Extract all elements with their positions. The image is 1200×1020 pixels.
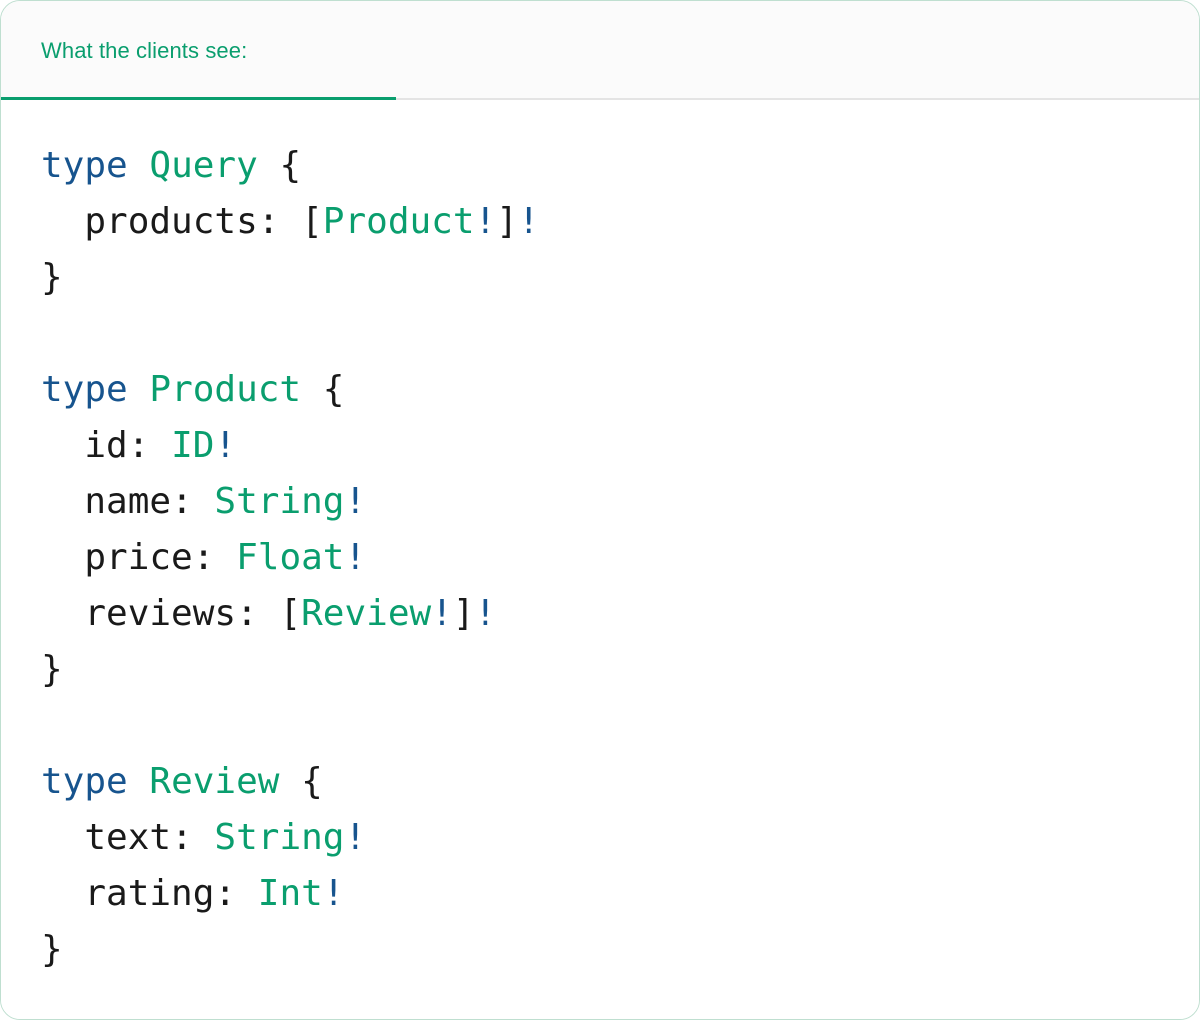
tab-strip-divider	[1, 98, 1199, 100]
code-token-bang: !	[344, 537, 367, 578]
code-token-punc: :	[214, 873, 258, 914]
code-token-punc	[41, 425, 84, 466]
code-token-field: id	[84, 425, 128, 466]
code-token-punc: }	[41, 649, 63, 690]
code-token-kw: type	[41, 369, 128, 410]
code-token-punc: }	[41, 257, 63, 298]
code-line: ​	[41, 698, 1199, 754]
code-token-kw: type	[41, 145, 128, 186]
code-token-kw: type	[41, 761, 128, 802]
code-token-punc: [	[301, 201, 323, 242]
code-panel[interactable]: type Query { products: [Product!]!}​type…	[1, 100, 1199, 1019]
code-token-punc	[41, 537, 84, 578]
code-token-type: Review	[301, 593, 432, 634]
code-token-punc	[41, 593, 84, 634]
code-token-type: String	[214, 817, 345, 858]
code-token-field: name	[84, 481, 172, 522]
tab-strip: What the clients see:	[1, 1, 1199, 100]
code-token-punc: ]	[496, 201, 518, 242]
code-token-punc: :	[257, 201, 302, 242]
code-line: type Review {	[41, 754, 1199, 810]
code-token-punc: :	[236, 593, 280, 634]
code-token-punc: ]	[452, 593, 475, 634]
graphql-schema-code: type Query { products: [Product!]!}​type…	[41, 138, 1199, 978]
code-token-punc	[41, 481, 84, 522]
code-token-punc: {	[301, 369, 345, 410]
code-token-type: ID	[171, 425, 215, 466]
code-token-type: Review	[149, 761, 280, 802]
code-line: type Query {	[41, 138, 1199, 194]
code-line: }	[41, 642, 1199, 698]
code-token-bang: !	[344, 817, 367, 858]
tab-label: What the clients see:	[41, 37, 248, 63]
code-token-field: products	[84, 201, 258, 242]
code-line: }	[41, 922, 1199, 978]
code-token-bang: !	[474, 593, 497, 634]
code-token-type: Query	[149, 145, 258, 186]
code-token-bang: !	[344, 481, 367, 522]
code-token-type: Product	[149, 369, 302, 410]
code-token-bang: !	[517, 201, 540, 242]
code-token-punc: :	[192, 537, 237, 578]
code-token-punc: }	[41, 929, 63, 970]
code-line: price: Float!	[41, 530, 1199, 586]
code-token-punc: {	[257, 145, 302, 186]
code-token-bang: !	[474, 201, 497, 242]
code-line: reviews: [Review!]!	[41, 586, 1199, 642]
code-token-punc	[41, 817, 84, 858]
code-token-punc: :	[171, 481, 215, 522]
code-line: text: String!	[41, 810, 1199, 866]
code-token-punc: :	[171, 817, 215, 858]
code-line: name: String!	[41, 474, 1199, 530]
code-line: }	[41, 250, 1199, 306]
code-token-bang: !	[214, 425, 237, 466]
code-line: ​	[41, 306, 1199, 362]
code-token-punc: [	[279, 593, 302, 634]
code-token-punc	[41, 201, 84, 242]
code-token-type: Float	[236, 537, 345, 578]
code-line: rating: Int!	[41, 866, 1199, 922]
code-token-field: price	[84, 537, 193, 578]
code-token-bang: !	[431, 593, 453, 634]
code-token-field: reviews	[84, 593, 237, 634]
tab-what-the-clients-see[interactable]: What the clients see:	[1, 1, 396, 100]
code-token-type: Int	[257, 873, 323, 914]
code-token-punc	[128, 145, 150, 186]
code-token-punc: :	[127, 425, 172, 466]
code-token-punc	[128, 369, 150, 410]
active-tab-indicator	[1, 97, 396, 100]
code-line: products: [Product!]!	[41, 194, 1199, 250]
code-line: type Product {	[41, 362, 1199, 418]
code-token-type: Product	[322, 201, 475, 242]
code-token-field: text	[84, 817, 172, 858]
code-line: id: ID!	[41, 418, 1199, 474]
code-token-punc: {	[279, 761, 323, 802]
code-token-type: String	[214, 481, 345, 522]
code-token-bang: !	[322, 873, 345, 914]
code-token-field: rating	[84, 873, 215, 914]
code-token-punc	[41, 873, 84, 914]
code-token-punc	[128, 761, 150, 802]
